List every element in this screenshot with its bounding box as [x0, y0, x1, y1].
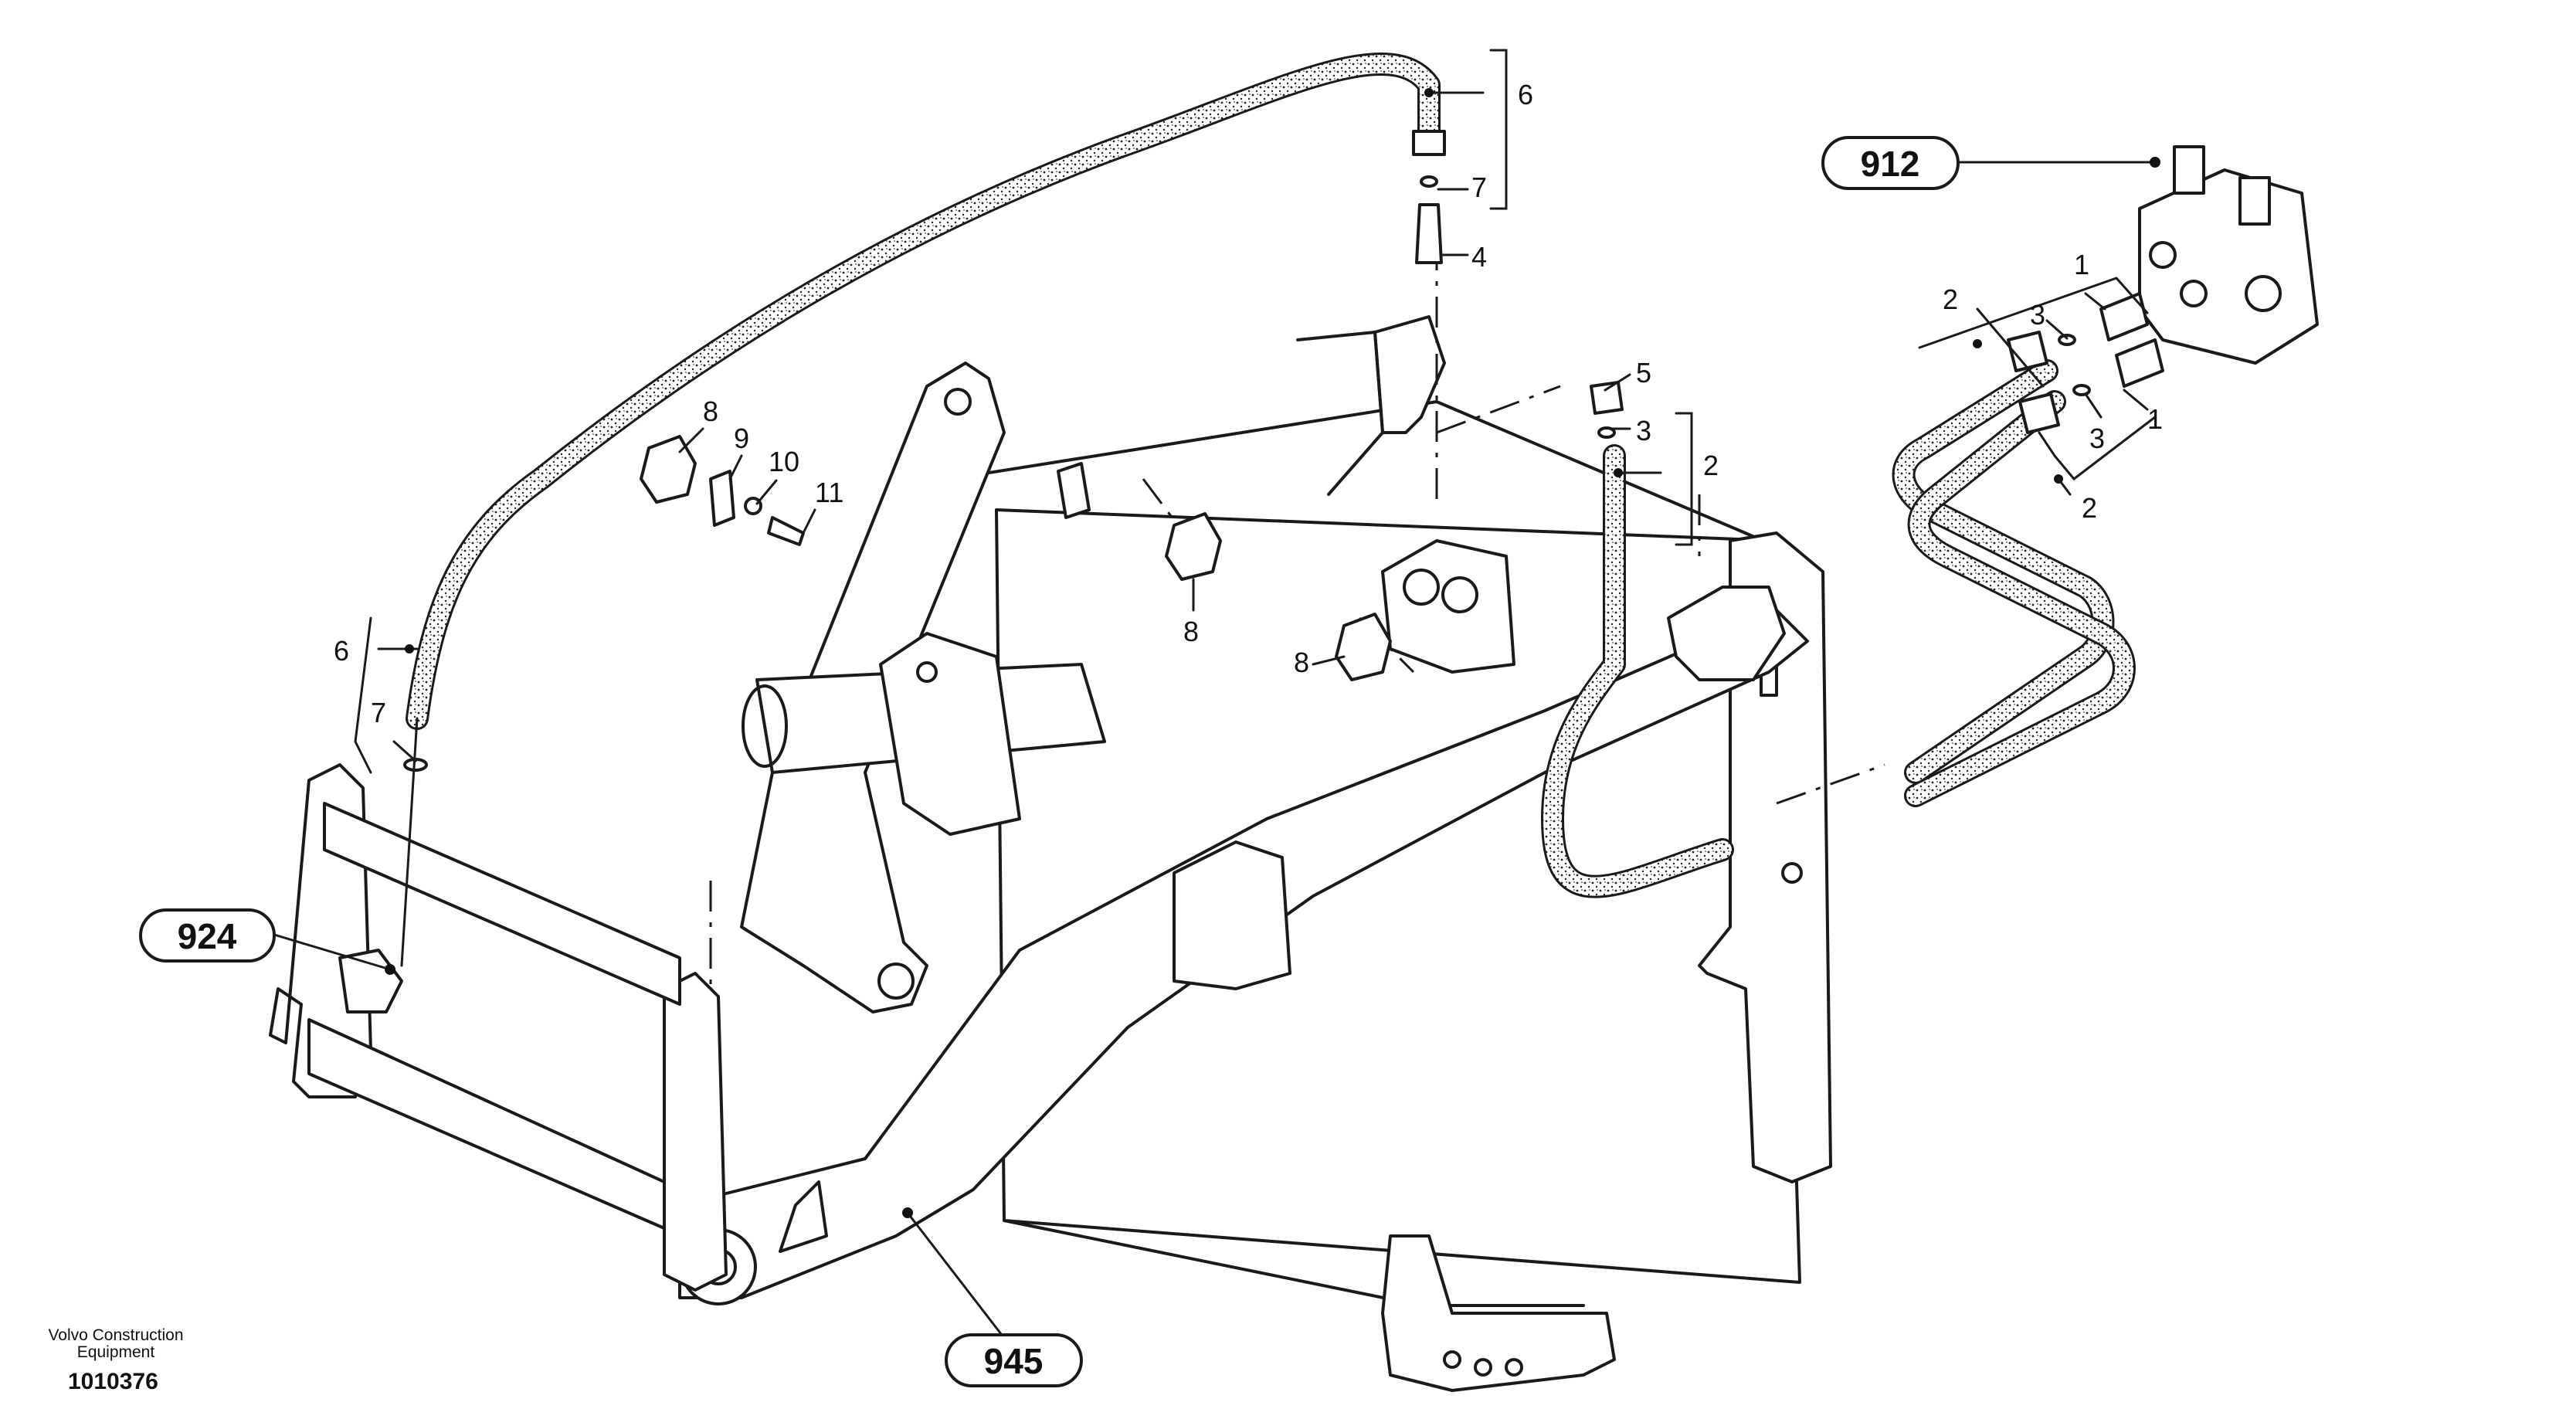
callout-3-mid: 3 — [1636, 415, 1651, 446]
callout-4: 4 — [1471, 241, 1487, 273]
badge-945-label: 945 — [984, 1341, 1044, 1381]
callout-8-a: 8 — [703, 396, 718, 427]
callout-3-right-top: 3 — [2030, 299, 2045, 331]
badge-924-label: 924 — [178, 916, 237, 956]
hardware — [403, 130, 2091, 772]
badge-924: 924 — [139, 908, 276, 963]
badge-912: 912 — [1821, 136, 1960, 190]
brand-label: Volvo Construction Equipment — [31, 1327, 201, 1361]
callout-11: 11 — [815, 477, 843, 508]
badge-912-label: 912 — [1861, 144, 1920, 184]
front-cross-tube — [269, 763, 728, 1292]
badge-945: 945 — [945, 1333, 1083, 1387]
callout-1-right-top: 1 — [2074, 249, 2089, 280]
callout-7-left: 7 — [371, 697, 386, 728]
callout-2-mid: 2 — [1703, 450, 1719, 481]
callout-2-right-bottom: 2 — [2082, 492, 2097, 524]
callout-1-right-bottom: 1 — [2147, 403, 2163, 435]
callout-6-left: 6 — [334, 635, 349, 667]
callout-7-top: 7 — [1471, 171, 1487, 203]
callout-3-right-bottom: 3 — [2089, 423, 2105, 454]
lift-link — [740, 362, 1515, 1013]
callout-numbers: 6 7 4 5 3 2 8 9 10 11 8 8 6 7 2 3 1 1 3 … — [334, 79, 2163, 728]
loader-frame — [678, 239, 1885, 1392]
hydraulic-hoses — [400, 52, 2136, 967]
callout-5: 5 — [1636, 357, 1651, 389]
brand-line-1: Volvo Construction — [48, 1326, 184, 1344]
callout-2-right-top: 2 — [1943, 283, 1958, 315]
document-number: 1010376 — [68, 1369, 158, 1394]
callout-9: 9 — [734, 423, 749, 454]
callout-6-top: 6 — [1518, 79, 1533, 110]
brand-line-2: Equipment — [76, 1343, 155, 1361]
leader-lines — [273, 49, 2160, 1350]
control-valve — [2099, 145, 2319, 388]
callout-10: 10 — [769, 446, 799, 477]
callout-8-c: 8 — [1294, 647, 1309, 678]
callout-8-b: 8 — [1183, 616, 1199, 647]
